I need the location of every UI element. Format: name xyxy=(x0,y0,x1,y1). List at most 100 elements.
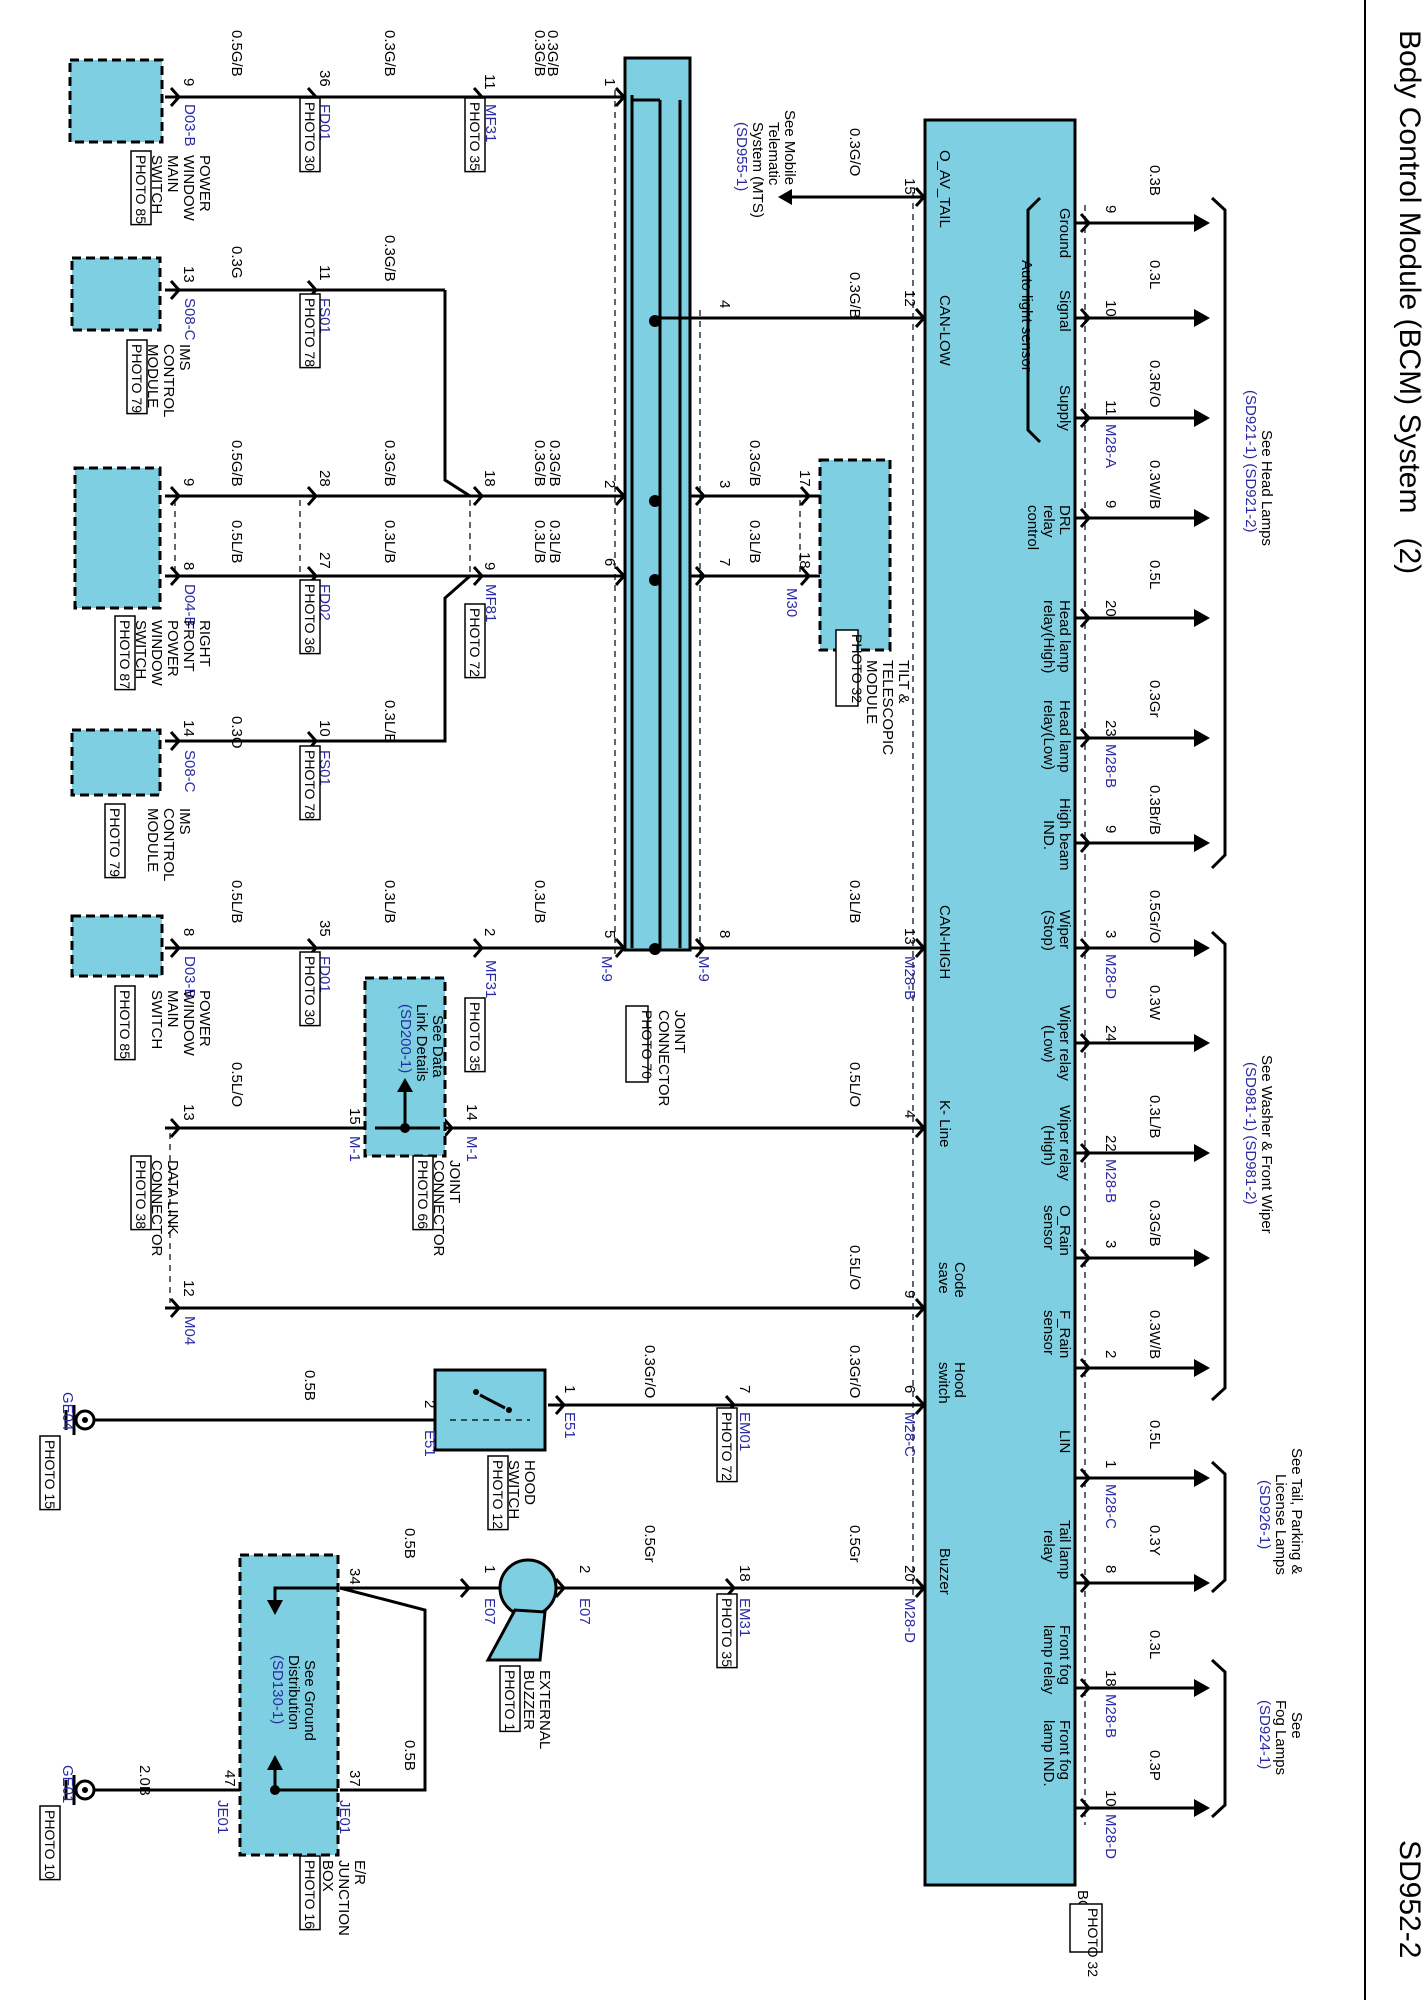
svg-text:PHOTO 10: PHOTO 10 xyxy=(42,1810,58,1879)
right-wire-label: 0.5L xyxy=(1146,1420,1163,1449)
svg-text:See Head Lamps: See Head Lamps xyxy=(1258,430,1275,546)
right-pin-label: 9 xyxy=(1102,500,1119,508)
right-pin-label: 8 xyxy=(1102,1565,1119,1573)
bcm-label-hs1: Hood xyxy=(951,1362,968,1398)
connector-mark xyxy=(554,1578,567,1598)
svg-text:0.5L: 0.5L xyxy=(1146,1420,1163,1449)
svg-text:MAIN: MAIN xyxy=(164,155,181,193)
bcm-label-ffi1: Front fog xyxy=(1056,1720,1073,1780)
svg-text:Telematic: Telematic xyxy=(765,122,782,186)
svg-text:D03-B: D03-B xyxy=(181,956,198,999)
bcm-label-ws1: Wiper xyxy=(1056,910,1073,949)
connector-mark xyxy=(169,566,182,586)
svg-text:(SD926-1): (SD926-1) xyxy=(1256,1480,1273,1549)
svg-text:12: 12 xyxy=(901,290,918,307)
svg-text:4: 4 xyxy=(901,1110,918,1118)
svg-text:18: 18 xyxy=(481,470,498,487)
svg-text:15: 15 xyxy=(901,178,918,195)
svg-text:14: 14 xyxy=(180,720,197,737)
svg-text:15: 15 xyxy=(346,1108,363,1125)
right-wire-label: 0.3W/B xyxy=(1146,1310,1163,1359)
svg-text:37: 37 xyxy=(346,1770,363,1787)
bcm-photo-box: PHOTO 32 xyxy=(1069,1903,1103,1977)
label-hood-ground_photo: PHOTO 15 xyxy=(39,1435,61,1511)
bcm-label-hll1: Head lamp xyxy=(1056,700,1073,773)
label-pw2-w_b: 0.3L/B xyxy=(381,880,398,923)
svg-text:2: 2 xyxy=(576,1565,593,1573)
svg-text:M28-B: M28-B xyxy=(1102,1159,1119,1203)
right-wire-label: 0.5L xyxy=(1146,560,1163,589)
right-wire-label: 0.3Gr xyxy=(1146,680,1163,718)
label-junction-c: JE01 xyxy=(336,1800,353,1834)
right-wire-label: 0.3B xyxy=(1146,165,1163,196)
power-window-main-switch-top xyxy=(68,58,164,144)
label-top_chain-c_c: MF31 xyxy=(482,104,499,142)
label-ims1-mod-1: CONTROL xyxy=(160,344,177,417)
svg-text:9: 9 xyxy=(180,78,197,86)
svg-text:M04: M04 xyxy=(181,1316,198,1345)
label-rfpw-c_a: D04-B xyxy=(181,584,198,627)
svg-text:0.3L: 0.3L xyxy=(1146,1630,1163,1659)
label-buzzer-p18: 18 xyxy=(736,1565,753,1582)
svg-text:0.3P: 0.3P xyxy=(1146,1750,1163,1781)
label-top_chain-w_d: 0.3G/B xyxy=(544,30,561,77)
label-bcm_left_pins-w20: 0.5Gr xyxy=(846,1525,863,1563)
ims-control-module-2 xyxy=(70,728,162,797)
svg-text:34: 34 xyxy=(346,1568,363,1585)
label-top_chain-w_b: 0.3G/B xyxy=(381,30,398,77)
svg-text:Front fog: Front fog xyxy=(1056,1720,1073,1780)
svg-text:M-9: M-9 xyxy=(598,956,615,982)
svg-text:9: 9 xyxy=(481,562,498,570)
label-ims2-w_a: 0.3O xyxy=(228,716,245,749)
label-pw2-w_c: 0.3L/B xyxy=(531,880,548,923)
svg-text:EXTERNAL: EXTERNAL xyxy=(536,1670,553,1749)
svg-text:13: 13 xyxy=(901,928,918,945)
label-pw2-c_c: MF31 xyxy=(482,960,499,998)
svg-text:JOINT: JOINT xyxy=(671,1010,688,1053)
svg-text:0.3G: 0.3G xyxy=(228,246,245,279)
svg-text:Head lamp: Head lamp xyxy=(1056,700,1073,773)
svg-text:CAN-LOW: CAN-LOW xyxy=(936,295,953,367)
svg-text:0.3Gr/O: 0.3Gr/O xyxy=(641,1345,658,1398)
svg-text:See Data: See Data xyxy=(429,1015,446,1078)
svg-text:3: 3 xyxy=(1102,1240,1119,1248)
right-wire-label: 0.5Gr/O xyxy=(1146,890,1163,943)
svg-text:MODULE: MODULE xyxy=(144,808,161,872)
svg-text:0.3L/B: 0.3L/B xyxy=(531,880,548,923)
svg-text:2.0B: 2.0B xyxy=(136,1765,153,1796)
svg-text:0.3G/O: 0.3G/O xyxy=(846,128,863,176)
connector-mark xyxy=(694,486,707,506)
svg-text:9: 9 xyxy=(180,478,197,486)
svg-text:M28-C: M28-C xyxy=(1102,1484,1119,1529)
svg-text:2: 2 xyxy=(601,480,618,488)
bcm-label-supply: Supply xyxy=(1056,385,1073,431)
right-wire-row xyxy=(1075,408,1210,428)
label-bcm_left_pins-p4: 4 xyxy=(901,1110,918,1118)
label-codesave-p12: 12 xyxy=(180,1280,197,1297)
right-pin-label: 9 xyxy=(1102,205,1119,213)
svg-text:0.5L: 0.5L xyxy=(1146,560,1163,589)
svg-text:12: 12 xyxy=(180,1280,197,1297)
connector-mark xyxy=(799,486,812,506)
label-buzzer-c_e: E07 xyxy=(576,1598,593,1625)
svg-text:0.5L/O: 0.5L/O xyxy=(846,1245,863,1290)
svg-text:0.3W/B: 0.3W/B xyxy=(1146,1310,1163,1359)
svg-text:E51: E51 xyxy=(421,1430,438,1457)
svg-text:1: 1 xyxy=(561,1385,578,1393)
svg-text:PHOTO 30: PHOTO 30 xyxy=(302,956,318,1025)
svg-text:0.5B: 0.5B xyxy=(401,1740,418,1771)
svg-text:See Washer & Front Wiper: See Washer & Front Wiper xyxy=(1258,1055,1275,1234)
svg-text:PHOTO 66: PHOTO 66 xyxy=(415,1160,431,1229)
bcm-label-hlh1: Head lamp xyxy=(1056,600,1073,673)
svg-text:(High): (High) xyxy=(1040,1125,1057,1166)
svg-text:11: 11 xyxy=(1102,400,1119,416)
svg-text:6: 6 xyxy=(901,1385,918,1393)
label-buzzer-name-0: EXTERNAL xyxy=(536,1670,553,1749)
label-joint_m9-pins-p4: 4 xyxy=(716,300,733,308)
page-code: SD952-2 xyxy=(1393,1840,1426,1958)
junction-content: See Ground Distribution (SD130-1) xyxy=(267,1586,338,1795)
right-pin-label: 3 xyxy=(1102,1240,1119,1248)
label-junction-w47: 2.0B xyxy=(136,1765,153,1796)
label-junction-ground_photo: PHOTO 10 xyxy=(39,1805,61,1881)
bcm-label-tl1: Tail lamp xyxy=(1056,1520,1073,1579)
